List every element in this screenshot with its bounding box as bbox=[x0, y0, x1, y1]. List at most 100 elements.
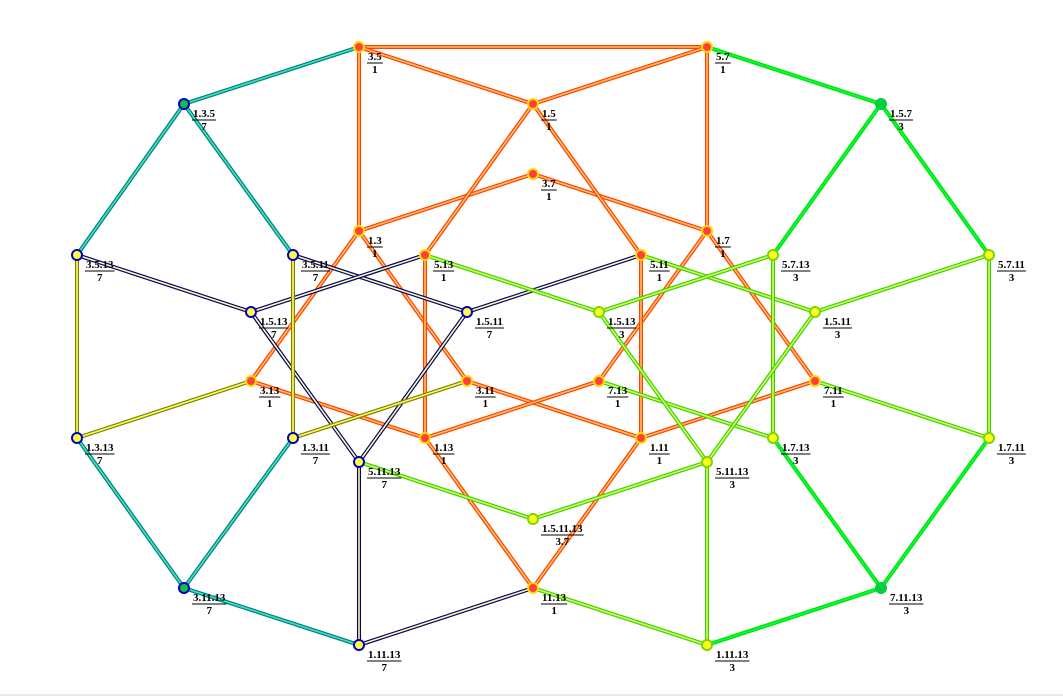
edge-core bbox=[76, 254, 252, 313]
node-label-1-11-13-over-7: 1.11.137 bbox=[367, 649, 402, 674]
edge-core bbox=[250, 230, 360, 382]
edge-core bbox=[598, 230, 708, 382]
edge-1-3-over-1--3-13-over-1 bbox=[249, 229, 361, 383]
edge-core bbox=[706, 46, 882, 105]
label-numerator: 1.11.13 bbox=[368, 649, 401, 661]
node-1-11-13-over-7 bbox=[353, 639, 365, 651]
label-numerator: 1.11 bbox=[650, 442, 669, 454]
node-label-1-3-over-1: 1.31 bbox=[367, 235, 383, 260]
node-5-11-13-over-7 bbox=[353, 456, 365, 468]
edge-core bbox=[772, 437, 882, 589]
node-1-3-11-over-7 bbox=[287, 432, 299, 444]
edge-5-11-over-1--1-5-11-over-3 bbox=[639, 253, 817, 314]
edge-core bbox=[466, 254, 642, 313]
node-3-5-over-1 bbox=[353, 41, 365, 53]
node-1-3-13-over-7 bbox=[71, 432, 83, 444]
label-denominator: 1 bbox=[546, 121, 552, 133]
edge-core bbox=[250, 311, 360, 463]
edge-core bbox=[292, 254, 468, 313]
edge-core bbox=[358, 461, 534, 520]
node-label-5-7-11-over-3: 5.7.113 bbox=[997, 259, 1026, 284]
node-11-13-over-1 bbox=[527, 582, 539, 594]
node-label-3-11-over-1: 3.111 bbox=[475, 385, 496, 410]
node-3-7-over-1 bbox=[527, 168, 539, 180]
edge-1-7-13-over-3--7-11-13-over-3 bbox=[771, 436, 883, 590]
label-denominator: 1 bbox=[615, 398, 621, 410]
label-numerator: 5.11.13 bbox=[716, 466, 749, 478]
node-label-5-11-13-over-7: 5.11.137 bbox=[367, 466, 402, 491]
node-label-1-13-over-1: 1.131 bbox=[433, 442, 455, 467]
label-denominator: 7 bbox=[97, 455, 103, 467]
label-numerator: 7.11.13 bbox=[890, 592, 923, 604]
edge-3-5-over-1--1-3-5-over-7 bbox=[182, 45, 361, 106]
label-denominator: 7 bbox=[313, 455, 319, 467]
label-denominator: 3 bbox=[619, 329, 625, 341]
label-numerator: 5.13 bbox=[434, 259, 454, 271]
edge-3-7-over-1--1-7-over-1 bbox=[531, 172, 709, 233]
node-1-7-over-1 bbox=[701, 225, 713, 237]
label-denominator: 7 bbox=[271, 329, 277, 341]
node-label-1-5-13-over-3: 1.5.133 bbox=[607, 316, 637, 341]
label-numerator: 5.11.13 bbox=[368, 466, 401, 478]
edge-core bbox=[76, 437, 185, 589]
edge-3-11-over-1--1-3-11-over-7 bbox=[291, 379, 469, 440]
label-numerator: 1.11.13 bbox=[716, 649, 749, 661]
edge-core bbox=[466, 380, 642, 439]
node-1-11-over-1 bbox=[635, 432, 647, 444]
edge-core bbox=[814, 254, 990, 313]
edge-1-5-over-1--5-13-over-1 bbox=[423, 102, 535, 257]
node-5-11-13-over-3 bbox=[701, 456, 713, 468]
edge-3-5-over-1--1-5-over-1 bbox=[357, 45, 535, 106]
node-5-11-over-1 bbox=[635, 249, 647, 261]
edge-core bbox=[532, 103, 642, 256]
window-bottom-edge bbox=[0, 694, 1063, 696]
node-label-1-7-13-over-3: 1.7.133 bbox=[781, 442, 811, 467]
node-label-5-11-over-1: 5.111 bbox=[649, 259, 670, 284]
node-1-5-over-1 bbox=[527, 98, 539, 110]
node-label-3-13-over-1: 3.131 bbox=[259, 385, 281, 410]
node-label-1-7-11-over-3: 1.7.113 bbox=[997, 442, 1026, 467]
edge-7-13-over-1--1-13-over-1 bbox=[423, 379, 601, 440]
edge-core bbox=[598, 311, 708, 463]
edge-core bbox=[250, 254, 426, 313]
node-5-13-over-1 bbox=[419, 249, 431, 261]
edge-1-5-13-over-3--5-11-13-over-3 bbox=[597, 310, 709, 464]
label-denominator: 1 bbox=[441, 272, 447, 284]
edge-1-3-over-1--3-11-over-1 bbox=[357, 229, 469, 383]
node-label-3-5-over-1: 3.51 bbox=[367, 51, 383, 76]
node-5-7-over-1 bbox=[701, 41, 713, 53]
node-1-13-over-1 bbox=[419, 432, 431, 444]
label-denominator: 3 bbox=[1009, 455, 1015, 467]
node-3-13-over-1 bbox=[245, 375, 257, 387]
node-5-7-13-over-3 bbox=[767, 249, 779, 261]
edge-3-11-13-over-7--1-11-13-over-7 bbox=[182, 586, 361, 647]
edge-core bbox=[358, 587, 534, 646]
edge-5-11-13-over-3--1-5-11-13-over-3-7 bbox=[531, 460, 709, 521]
label-denominator: 1 bbox=[720, 64, 726, 76]
label-numerator: 1.5.13 bbox=[608, 316, 636, 328]
edge-1-7-over-1--7-11-over-1 bbox=[705, 229, 817, 383]
edge-core bbox=[598, 254, 774, 313]
node-3-11-13-over-7 bbox=[178, 582, 190, 594]
edge-1-5-11-over-7--5-11-13-over-7 bbox=[357, 310, 469, 464]
edge-layer bbox=[75, 45, 991, 647]
edge-5-11-13-over-7--1-5-11-13-over-3-7 bbox=[357, 460, 535, 521]
label-denominator: 1 bbox=[372, 248, 378, 260]
node-1-7-11-over-3 bbox=[983, 432, 995, 444]
edge-3-11-over-1--1-11-over-1 bbox=[465, 379, 643, 440]
node-label-1-5-11-13-over-3-7: 1.5.11.133.7 bbox=[541, 523, 584, 548]
node-label-1-7-over-1: 1.71 bbox=[715, 235, 731, 260]
node-5-7-11-over-3 bbox=[983, 249, 995, 261]
node-label-1-5-13-over-7: 1.5.137 bbox=[259, 316, 289, 341]
label-numerator: 3.5 bbox=[368, 51, 382, 63]
label-numerator: 7.11 bbox=[824, 385, 843, 397]
label-denominator: 1 bbox=[657, 272, 663, 284]
edge-core bbox=[706, 311, 816, 463]
edge-5-7-over-1--1-5-over-1 bbox=[531, 45, 709, 106]
label-numerator: 1.5.11 bbox=[824, 316, 851, 328]
edge-5-7-11-over-3--1-5-11-over-3 bbox=[813, 253, 991, 314]
node-1-7-13-over-3 bbox=[767, 432, 779, 444]
edge-3-13-over-1--1-13-over-1 bbox=[249, 379, 427, 440]
label-denominator: 3 bbox=[898, 121, 904, 133]
